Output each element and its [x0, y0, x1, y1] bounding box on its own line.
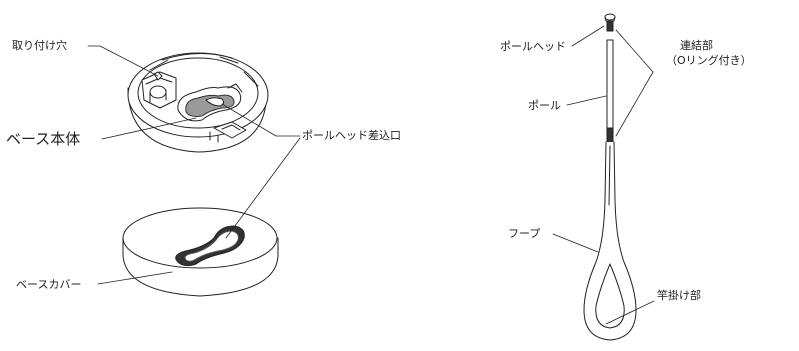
- mount-hole-lug: [141, 71, 177, 109]
- pole-assembly: [583, 13, 637, 341]
- leader-lines: [87, 25, 655, 325]
- base-cover-part: [122, 207, 279, 297]
- pole-head-part: [604, 13, 616, 32]
- lower-connector: [606, 127, 614, 143]
- hoop-part: [583, 141, 637, 341]
- label-hoop: フープ: [508, 227, 541, 240]
- label-connector: 連結部: [680, 39, 713, 52]
- label-pole-head: ポールヘッド: [500, 40, 566, 53]
- label-pole: ポール: [528, 99, 561, 112]
- pole-rod: [606, 39, 614, 129]
- label-connector-note: （Oリング付き）: [666, 54, 752, 67]
- label-pole-head-slot: ポールヘッド差込口: [302, 129, 401, 142]
- base-body-part: [127, 52, 269, 153]
- pole-head-slot-keyhole: [177, 83, 243, 122]
- label-mount-hole: 取り付け穴: [12, 39, 67, 52]
- label-rod-hook: 竿掛け部: [657, 289, 701, 302]
- label-base-body: ベース本体: [6, 130, 81, 148]
- label-base-cover: ベースカバー: [16, 278, 82, 291]
